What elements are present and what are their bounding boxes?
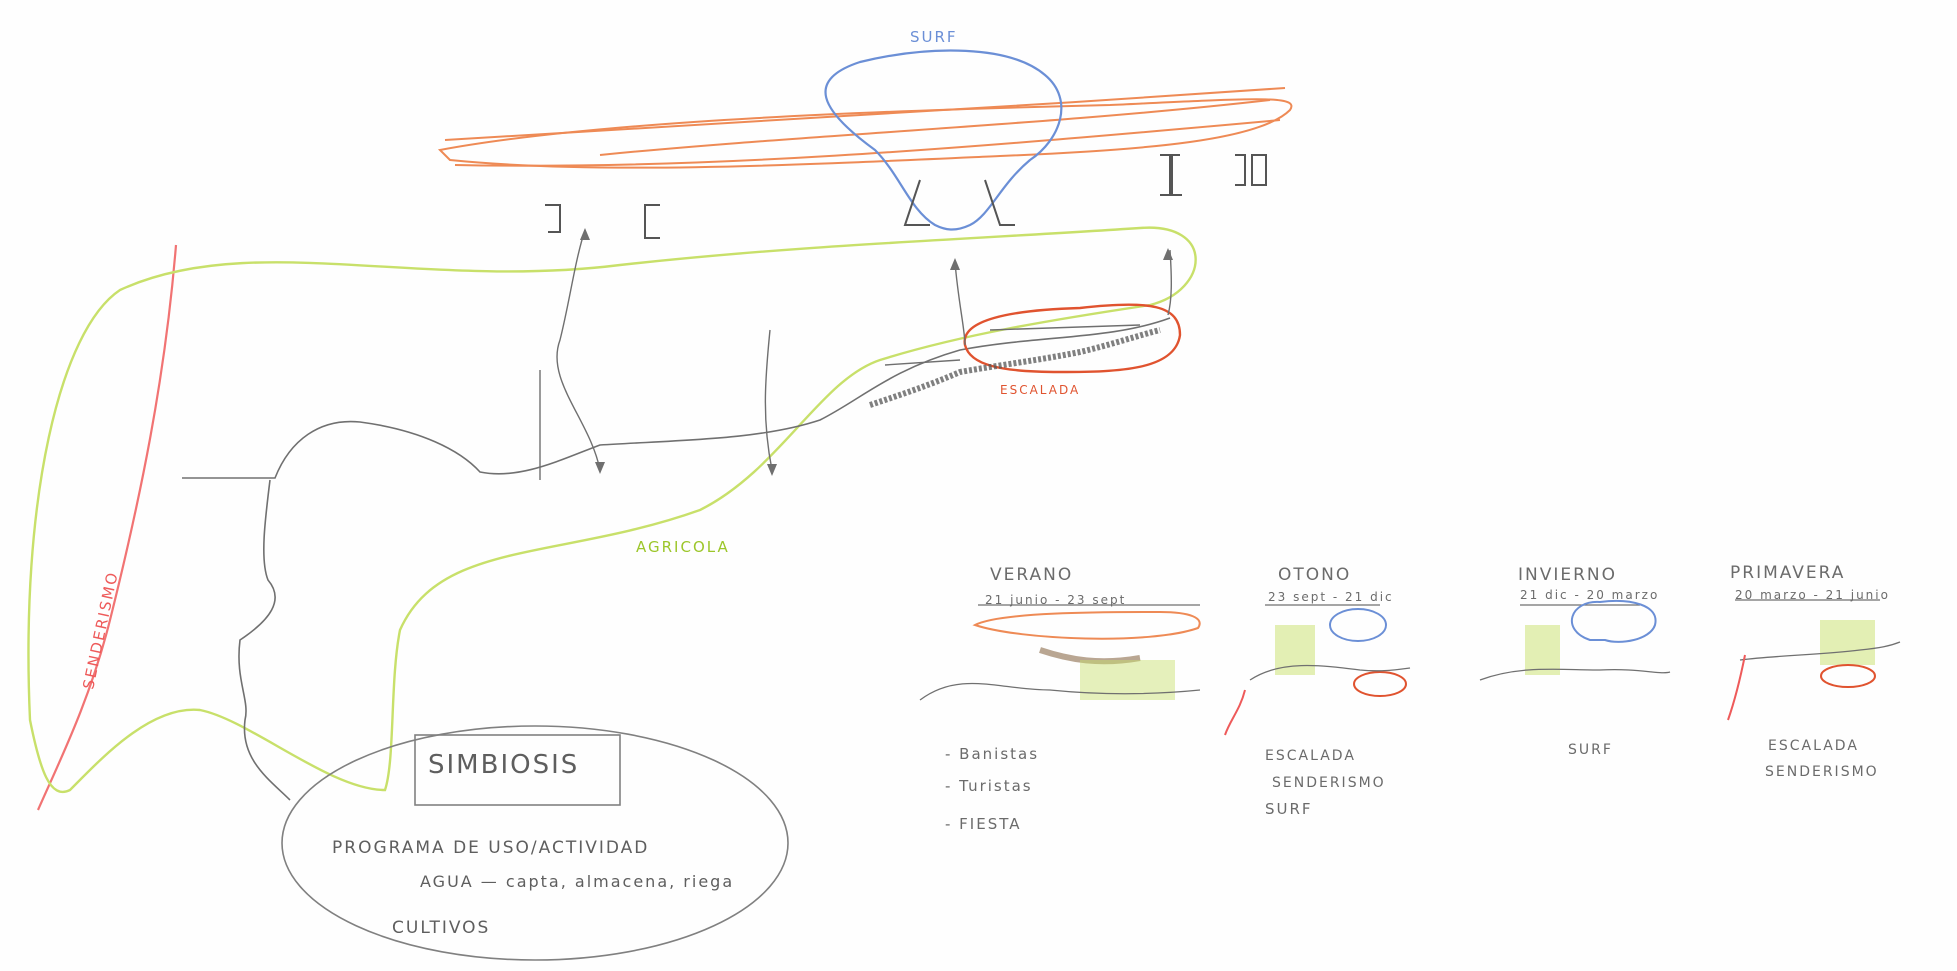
verano-activity: - Turistas (945, 777, 1033, 795)
otono-activity: ESCALADA (1265, 748, 1356, 764)
access-paths (539, 229, 1173, 480)
primavera-dates: 20 marzo - 21 junio (1735, 588, 1890, 602)
path-arrows (580, 228, 1173, 476)
primavera-activity: SENDERISMO (1765, 764, 1879, 780)
beach-strip (437, 87, 1293, 169)
senderismo-label: SENDERISMO (79, 569, 122, 690)
verano-dates: 21 junio - 23 sept (985, 593, 1127, 607)
beach-access-brackets (545, 154, 1267, 239)
invierno-activity: SURF (1568, 742, 1613, 758)
otono-activity: SURF (1265, 800, 1313, 818)
verano-activity: - FIESTA (945, 815, 1022, 833)
coastline (182, 317, 1171, 801)
primavera-activity: ESCALADA (1768, 738, 1859, 754)
senderismo-path (36, 244, 178, 811)
primavera-sketch (1727, 599, 1901, 721)
invierno-dates: 21 dic - 20 marzo (1520, 588, 1660, 602)
verano-sketch (919, 604, 1201, 701)
invierno-sketch (1479, 599, 1671, 681)
agricola-label: AGRICOLA (636, 538, 730, 556)
escalada-label: ESCALADA (1000, 383, 1080, 397)
simbiosis-water: AGUA — capta, almacena, riega (420, 872, 735, 891)
escalada-zone (963, 303, 1182, 374)
primavera-title: PRIMAVERA (1730, 563, 1846, 583)
cliff-rock (869, 327, 1161, 408)
invierno-title: INVIERNO (1518, 565, 1618, 585)
simbiosis-crops: CULTIVOS (392, 918, 491, 938)
otono-sketch (1224, 604, 1411, 736)
verano-title: VERANO (990, 565, 1074, 585)
simbiosis-title: SIMBIOSIS (428, 750, 580, 780)
otono-title: OTONO (1278, 565, 1352, 585)
otono-dates: 23 sept - 21 dic (1268, 590, 1394, 604)
simbiosis-bubble (281, 725, 789, 961)
surf-label: SURF (910, 28, 958, 46)
otono-activity: SENDERISMO (1272, 775, 1386, 791)
simbiosis-program: PROGRAMA DE USO/ACTIVIDAD (332, 838, 650, 858)
simbiosis-title-box (414, 734, 621, 806)
surf-zone (824, 49, 1063, 231)
agricola-zone-outline (27, 226, 1197, 793)
verano-activity: - Banistas (945, 745, 1040, 763)
